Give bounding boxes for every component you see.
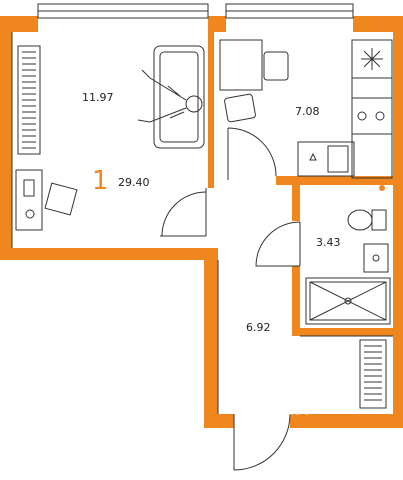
wall-bottom-left	[204, 414, 234, 428]
walls	[0, 16, 403, 428]
sink-icon	[297, 141, 355, 177]
wall-right	[393, 16, 403, 428]
wall-bottom-right	[290, 414, 403, 428]
sofa-icon	[153, 45, 205, 149]
door-living	[160, 191, 207, 237]
watermark: ЦИАН	[240, 396, 312, 420]
shower-icon	[305, 277, 391, 325]
wall-bath-left-lower	[292, 266, 300, 336]
toilet-icon	[347, 209, 387, 231]
living-room-area: 11.97	[82, 91, 114, 104]
wall-left	[0, 16, 12, 260]
door-entrance	[233, 413, 291, 471]
wall-partition-living-kitchen	[208, 16, 214, 188]
stove-icon	[351, 39, 393, 179]
door-kitchen	[227, 127, 277, 180]
washbasin-icon	[363, 243, 389, 273]
room-count: 1	[92, 166, 109, 196]
wall-bath-bottom	[292, 328, 393, 336]
radiator-icon	[359, 339, 387, 409]
wall-top-right	[353, 16, 403, 32]
armchair-person-icon	[137, 69, 203, 123]
wall-living-bottom	[0, 248, 206, 260]
total-area: 29.40	[118, 176, 150, 189]
doors	[160, 127, 301, 471]
radiator-icon	[17, 45, 41, 155]
table-icon	[219, 39, 289, 123]
wall-bath-left	[292, 185, 300, 221]
wall-kitchen-bottom	[276, 176, 393, 185]
door-bathroom	[255, 221, 301, 267]
outlet-dot	[379, 185, 385, 191]
bathroom-area: 3.43	[316, 236, 341, 249]
inner-lines	[11, 32, 393, 414]
desk-chair-icon	[15, 169, 78, 231]
windows	[37, 3, 354, 19]
kitchen-area: 7.08	[295, 105, 320, 118]
hallway-area: 6.92	[246, 321, 271, 334]
wall-hall-left	[204, 248, 218, 428]
